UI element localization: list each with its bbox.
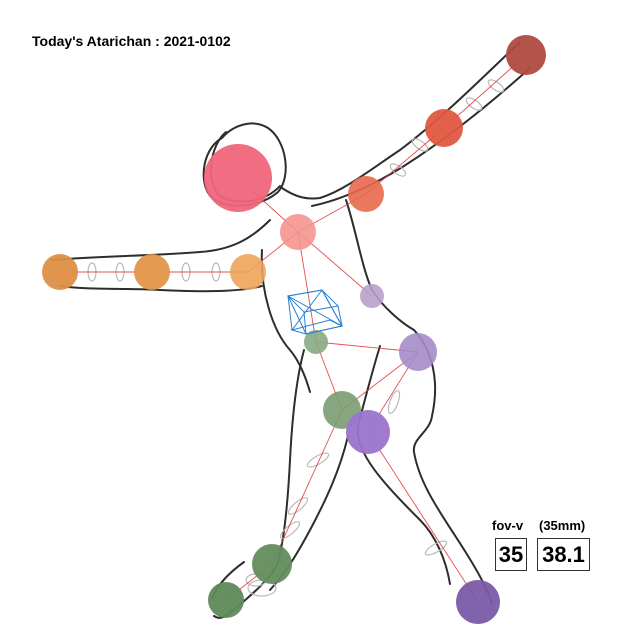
page-title: Today's Atarichan : 2021-0102 bbox=[32, 33, 231, 49]
right-hand-joint bbox=[506, 35, 546, 75]
fov-value: 35 bbox=[495, 538, 527, 571]
right-foot-joint bbox=[456, 580, 500, 624]
right-hip-joint bbox=[399, 333, 437, 371]
left-knee-joint bbox=[252, 544, 292, 584]
waist-joint bbox=[360, 284, 384, 308]
camera-cube-icon bbox=[286, 289, 344, 335]
focal-length-value: 38.1 bbox=[537, 538, 590, 571]
chest-joint bbox=[280, 214, 316, 250]
left-elbow-joint bbox=[134, 254, 170, 290]
right-knee-joint bbox=[346, 410, 390, 454]
pelvis-joint bbox=[304, 330, 328, 354]
right-elbow-joint bbox=[425, 109, 463, 147]
left-shoulder-joint bbox=[230, 254, 266, 290]
left-foot-joint bbox=[208, 582, 244, 618]
focal-length-label: (35mm) bbox=[539, 518, 586, 533]
fov-label: fov-v bbox=[492, 518, 524, 533]
left-hand-joint bbox=[42, 254, 78, 290]
joints bbox=[42, 35, 546, 624]
right-shoulder-joint bbox=[348, 176, 384, 212]
head-joint bbox=[204, 144, 272, 212]
